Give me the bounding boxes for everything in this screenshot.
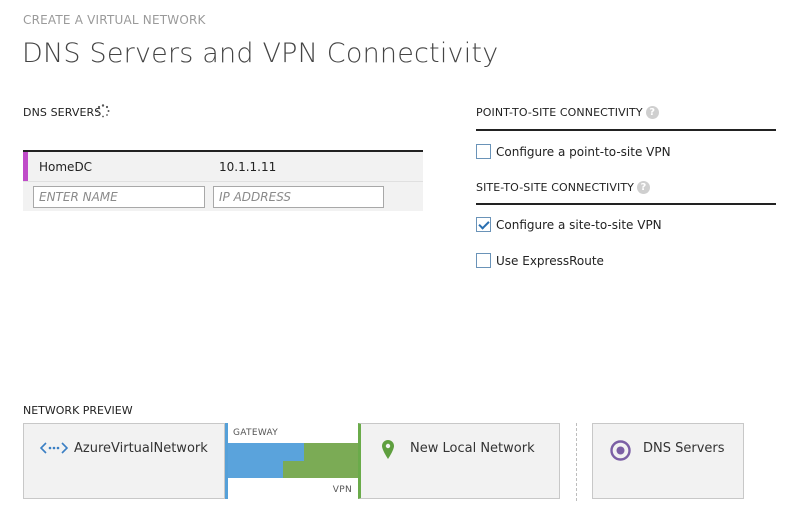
dns-server-icon (610, 440, 631, 461)
dns-server-name: HomeDC (39, 159, 93, 174)
gateway-connector: GATEWAY VPN (225, 423, 358, 499)
local-network-tile: New Local Network (358, 423, 560, 499)
virtual-network-icon (40, 442, 68, 454)
expressroute-option-label: Use ExpressRoute (496, 253, 604, 268)
page-title: DNS Servers and VPN Connectivity (22, 38, 499, 69)
row-accent (23, 152, 28, 181)
virtual-network-name: AzureVirtualNetwork (74, 441, 208, 456)
section-divider (476, 203, 776, 205)
point-to-site-option[interactable]: Configure a point-to-site VPN (476, 144, 671, 159)
dns-servers-table: HomeDC 10.1.1.11 (23, 150, 423, 211)
preview-divider (576, 423, 577, 501)
network-preview-label: NETWORK PREVIEW (23, 404, 133, 417)
loading-spinner-icon (96, 104, 110, 118)
dns-ip-input[interactable] (213, 186, 384, 208)
dns-new-entry-row (23, 181, 423, 211)
point-to-site-checkbox[interactable] (476, 144, 491, 159)
expressroute-checkbox[interactable] (476, 253, 491, 268)
gateway-vpn-graphic (228, 443, 358, 478)
help-icon[interactable]: ? (645, 106, 659, 119)
site-to-site-label: SITE-TO-SITE CONNECTIVITY (476, 181, 634, 194)
expressroute-option[interactable]: Use ExpressRoute (476, 253, 604, 268)
gateway-label: GATEWAY (233, 428, 279, 438)
point-to-site-label: POINT-TO-SITE CONNECTIVITY (476, 106, 643, 119)
wizard-eyebrow: CREATE A VIRTUAL NETWORK (23, 13, 206, 27)
vpn-label: VPN (332, 485, 352, 495)
section-divider (476, 129, 776, 131)
site-to-site-checkbox[interactable] (476, 217, 491, 232)
point-to-site-heading: POINT-TO-SITE CONNECTIVITY? (476, 106, 659, 119)
site-to-site-option[interactable]: Configure a site-to-site VPN (476, 217, 662, 232)
dns-servers-label: DNS SERVERS (23, 106, 102, 119)
dns-name-input[interactable] (33, 186, 205, 208)
dns-server-ip: 10.1.1.11 (219, 159, 277, 174)
virtual-network-tile: AzureVirtualNetwork (23, 423, 225, 499)
site-to-site-option-label: Configure a site-to-site VPN (496, 217, 662, 232)
point-to-site-option-label: Configure a point-to-site VPN (496, 144, 671, 159)
local-network-name: New Local Network (410, 441, 535, 456)
dns-servers-tile-label: DNS Servers (643, 441, 725, 456)
help-icon[interactable]: ? (637, 181, 650, 194)
dns-servers-tile: DNS Servers (592, 423, 744, 499)
dns-server-row[interactable]: HomeDC 10.1.1.11 (23, 150, 423, 181)
location-pin-icon (382, 440, 394, 459)
site-to-site-heading: SITE-TO-SITE CONNECTIVITY? (476, 181, 650, 194)
